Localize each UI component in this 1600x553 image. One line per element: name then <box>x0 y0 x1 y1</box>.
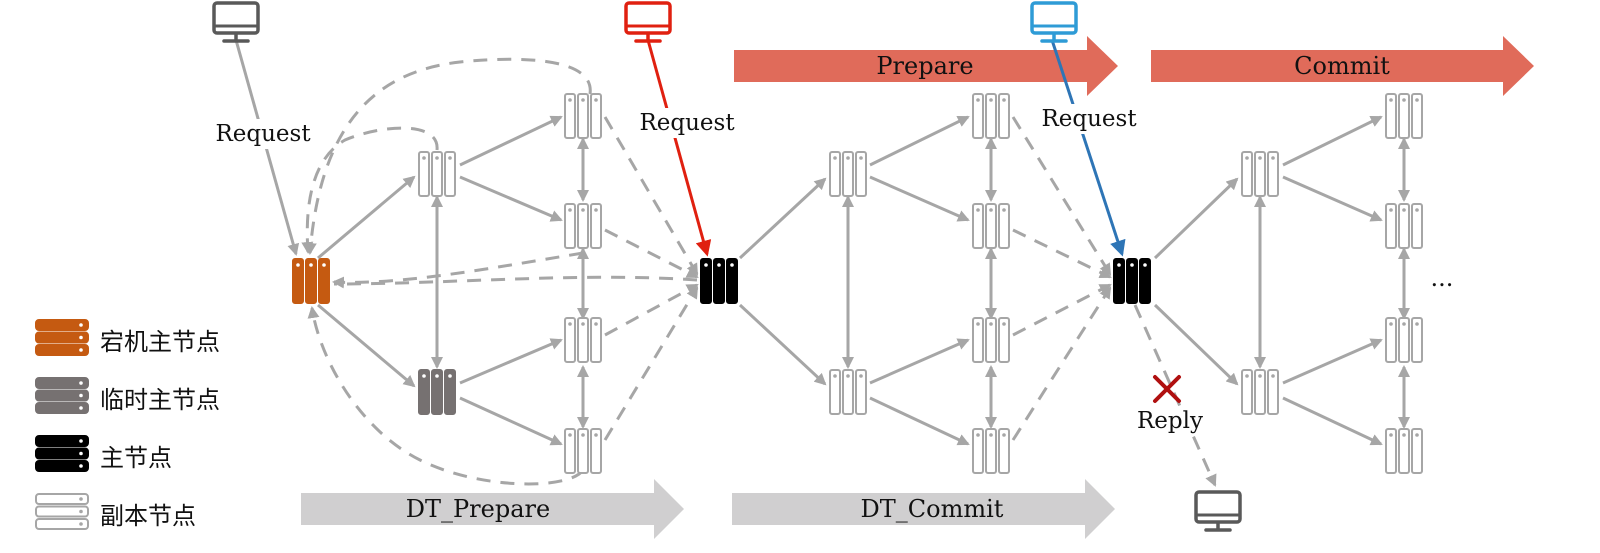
replica-node <box>1241 151 1279 197</box>
prepare-phase-arrow <box>734 36 1118 96</box>
client-monitor-icon <box>1030 1 1078 43</box>
legend-item-failed-primary: 宕机主节点 <box>34 318 294 358</box>
blue-request-arrow <box>1050 39 1126 257</box>
legend-item-primary: 主节点 <box>34 434 294 474</box>
replica-node <box>564 203 602 249</box>
ellipsis-label: ... <box>1431 264 1454 292</box>
nodes <box>212 1 1423 532</box>
request-label-1: Request <box>215 121 311 147</box>
request-label-2: Request <box>639 110 735 136</box>
temp-primary-server-icon <box>35 377 89 414</box>
replica-node <box>829 151 867 197</box>
reply-label: Reply <box>1137 408 1203 434</box>
replica-node <box>1385 203 1423 249</box>
replica-server-icon <box>35 493 89 530</box>
dt-prepare-phase-label: DT_Prepare <box>406 495 550 523</box>
prepare-phase-label: Prepare <box>876 52 973 80</box>
legend-label: 临时主节点 <box>100 386 220 414</box>
dashed-edges <box>301 57 1217 487</box>
temp-primary-node <box>418 369 456 415</box>
replica-node <box>1385 428 1423 474</box>
edge-labels: Request Request Request Reply ... <box>212 104 1453 436</box>
commit-phase-label: Commit <box>1294 52 1390 80</box>
failed-primary-server-icon <box>35 319 89 356</box>
dt-prepare-phase-arrow <box>301 479 684 539</box>
replica-node <box>564 317 602 363</box>
failed-primary-node <box>292 258 330 304</box>
replica-node <box>972 93 1010 139</box>
solid-edges <box>234 39 1410 446</box>
client-monitor-icon <box>1194 490 1242 532</box>
replica-node <box>972 203 1010 249</box>
replica-node <box>1385 317 1423 363</box>
phase-arrows: Prepare Commit DT_Prepare DT_Commit <box>301 36 1534 539</box>
replica-node <box>1385 93 1423 139</box>
primary-server-icon <box>35 435 89 472</box>
replica-node <box>972 317 1010 363</box>
replica-node <box>972 428 1010 474</box>
replica-node <box>564 93 602 139</box>
client-monitor-icon <box>624 1 672 43</box>
replica-node <box>829 369 867 415</box>
replica-node <box>1241 369 1279 415</box>
legend-label: 主节点 <box>100 444 172 472</box>
red-request-arrow <box>646 39 712 257</box>
legend-label: 副本节点 <box>100 502 196 530</box>
legend-label: 宕机主节点 <box>100 328 220 356</box>
request-label-3: Request <box>1041 106 1137 132</box>
client-monitor-icon <box>212 1 260 43</box>
commit-phase-arrow <box>1151 36 1534 96</box>
dt-commit-phase-arrow <box>732 479 1115 539</box>
replica-node <box>418 151 456 197</box>
dt-commit-phase-label: DT_Commit <box>861 495 1004 523</box>
replica-node <box>564 428 602 474</box>
primary-node <box>1113 258 1151 304</box>
reply-failed-cross-icon <box>1153 375 1181 403</box>
legend-item-temp-primary: 临时主节点 <box>34 376 294 416</box>
legend-item-replica: 副本节点 <box>34 492 294 532</box>
primary-node <box>700 258 738 304</box>
